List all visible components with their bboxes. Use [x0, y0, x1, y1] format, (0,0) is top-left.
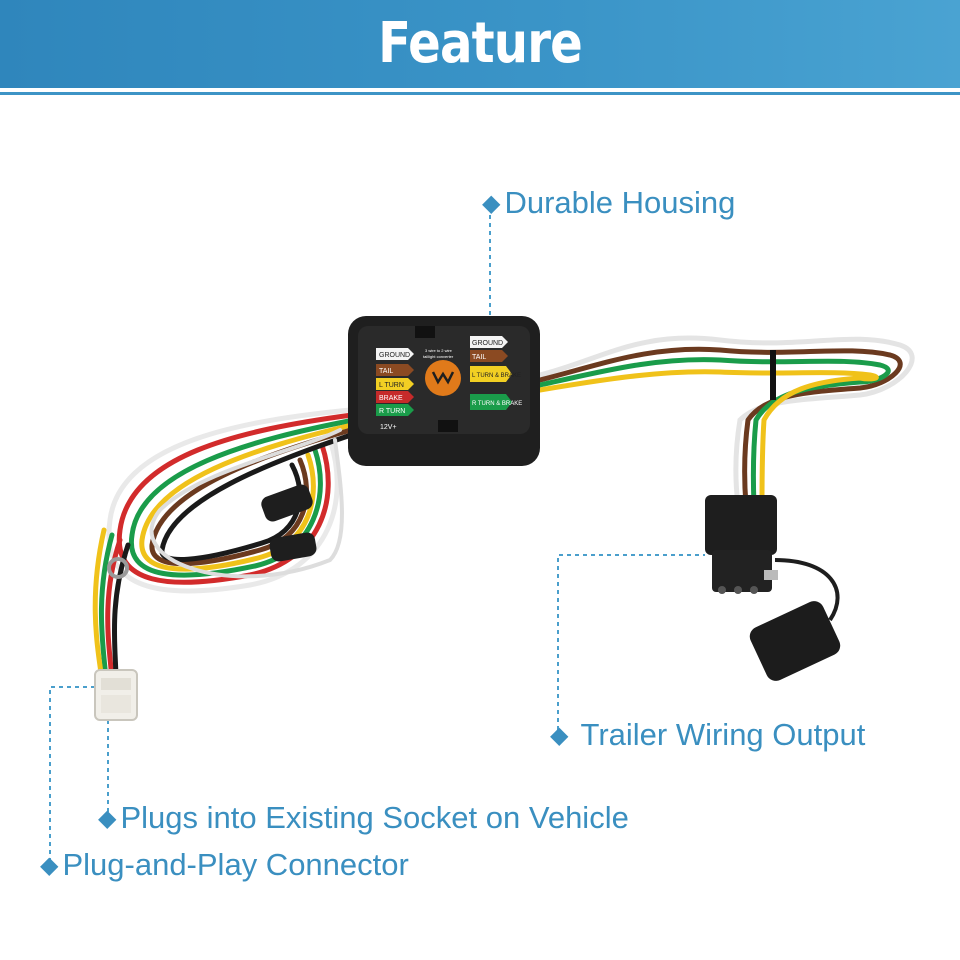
converter-header-line1: 3 wire to 2 wire — [425, 348, 453, 353]
callout-label: Plugs into Existing Socket on Vehicle — [120, 800, 629, 835]
callout-label: Durable Housing — [504, 185, 736, 220]
page-title: Feature — [378, 11, 583, 76]
callout-trailer-wiring-output: ◆ Trailer Wiring Output — [550, 717, 865, 754]
callout-label: Trailer Wiring Output — [580, 717, 866, 752]
diamond-bullet-icon: ◆ — [482, 190, 501, 217]
label-12v: 12V+ — [380, 424, 397, 431]
label-r-turn-brake: R TURN & BRAKE — [472, 401, 522, 407]
converter-header-line2: taillight converter — [423, 354, 454, 359]
label-l-turn: L TURN — [379, 382, 404, 389]
plug-and-play-leader — [49, 686, 95, 862]
label-r-turn: R TURN — [379, 408, 405, 415]
header-banner — [0, 0, 960, 88]
label-tail-right: TAIL — [472, 354, 486, 361]
label-l-turn-brake: L TURN & BRAKE — [472, 373, 521, 379]
callout-label: Plug-and-Play Connector — [62, 847, 409, 882]
callout-plugs-into-socket: ◆Plugs into Existing Socket on Vehicle — [98, 800, 629, 837]
label-ground-right: GROUND — [472, 340, 503, 347]
diamond-bullet-icon: ◆ — [98, 805, 117, 832]
brand-logo-icon — [425, 360, 461, 396]
callout-durable-housing: ◆Durable Housing — [482, 185, 735, 222]
label-brake: BRAKE — [379, 395, 403, 402]
callout-plug-and-play: ◆Plug-and-Play Connector — [40, 847, 409, 884]
diamond-bullet-icon: ◆ — [550, 722, 569, 749]
label-tail-left: TAIL — [379, 368, 393, 375]
label-ground-left: GROUND — [379, 352, 410, 359]
diamond-bullet-icon: ◆ — [40, 852, 59, 879]
banner-divider — [0, 92, 960, 95]
trailer-output-leader — [557, 554, 705, 730]
flat-4-connector — [705, 495, 777, 555]
